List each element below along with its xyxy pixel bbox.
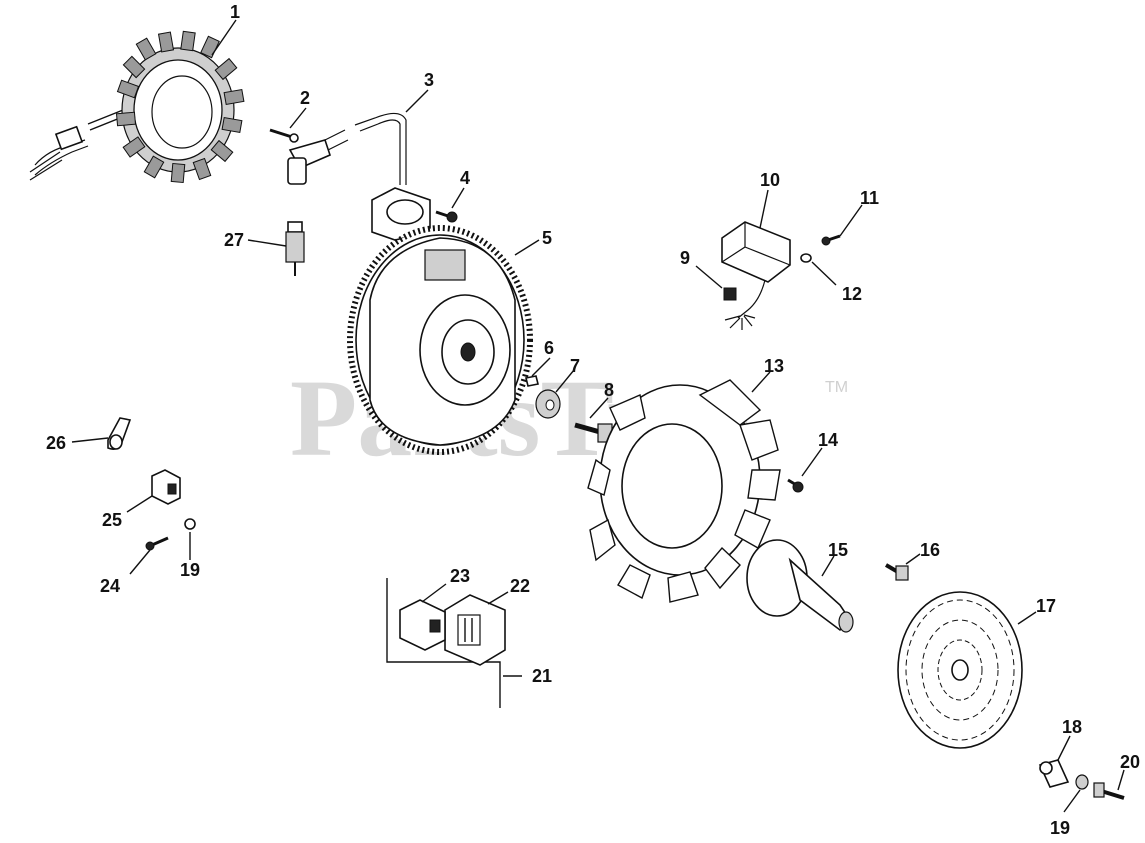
callout-19b: 19 (1050, 818, 1070, 838)
part-screw-24[interactable] (145, 536, 169, 551)
part-bolt-20[interactable] (1093, 782, 1125, 800)
part-bolt-16[interactable] (884, 563, 909, 581)
callout-26: 26 (46, 433, 66, 453)
part-screw-14[interactable] (787, 478, 804, 493)
part-screw-4[interactable] (435, 210, 458, 223)
leader-lines (71, 19, 1125, 813)
callout-12: 12 (842, 284, 862, 304)
part-rotating-screen[interactable] (897, 591, 1023, 749)
callout-13: 13 (764, 356, 784, 376)
callout-5: 5 (542, 228, 552, 248)
callout-19a: 19 (180, 560, 200, 580)
part-washer-19b[interactable] (1075, 774, 1089, 790)
part-connector-25[interactable] (151, 469, 181, 505)
callout-14: 14 (818, 430, 838, 450)
callout-2: 2 (300, 88, 310, 108)
callout-18: 18 (1062, 717, 1082, 737)
part-cooling-fan[interactable] (587, 379, 781, 603)
part-screw-2[interactable] (269, 128, 299, 143)
part-flywheel[interactable] (347, 225, 533, 455)
part-clip[interactable] (107, 417, 132, 450)
callout-15: 15 (828, 540, 848, 560)
part-washer-12[interactable] (800, 253, 812, 263)
part-spark-plug[interactable] (285, 221, 305, 276)
callout-10: 10 (760, 170, 780, 190)
part-washer-19a[interactable] (184, 518, 196, 530)
callout-16: 16 (920, 540, 940, 560)
callout-3: 3 (424, 70, 434, 90)
callout-20: 20 (1120, 752, 1140, 772)
part-screw-11[interactable] (821, 234, 841, 246)
part-washer-7[interactable] (535, 389, 561, 419)
part-connector[interactable] (399, 599, 446, 651)
part-key[interactable] (525, 375, 539, 387)
callout-1: 1 (230, 2, 240, 22)
part-nut-9[interactable] (723, 287, 737, 301)
callouts: 1 2 3 4 5 6 7 8 9 10 11 12 13 14 15 16 1… (46, 2, 1140, 838)
part-rectifier-regulator[interactable] (444, 594, 506, 666)
callout-27: 27 (224, 230, 244, 250)
callout-8: 8 (604, 380, 614, 400)
callout-7: 7 (570, 356, 580, 376)
callout-11: 11 (860, 188, 879, 208)
callout-4: 4 (460, 168, 470, 188)
callout-9: 9 (680, 248, 690, 268)
part-spacer[interactable] (1038, 759, 1070, 788)
callout-21: 21 (532, 666, 552, 686)
group-rectifier-kit (386, 578, 501, 708)
callout-23: 23 (450, 566, 470, 586)
part-hub-shaft[interactable] (746, 539, 854, 633)
callout-25: 25 (102, 510, 122, 530)
part-control-module[interactable] (721, 221, 791, 330)
part-stator[interactable] (29, 30, 245, 184)
callout-17: 17 (1036, 596, 1056, 616)
watermark-trademark: TM (825, 379, 848, 396)
callout-6: 6 (544, 338, 554, 358)
callout-24: 24 (100, 576, 120, 596)
callout-22: 22 (510, 576, 530, 596)
part-ignition-module[interactable] (287, 112, 431, 241)
